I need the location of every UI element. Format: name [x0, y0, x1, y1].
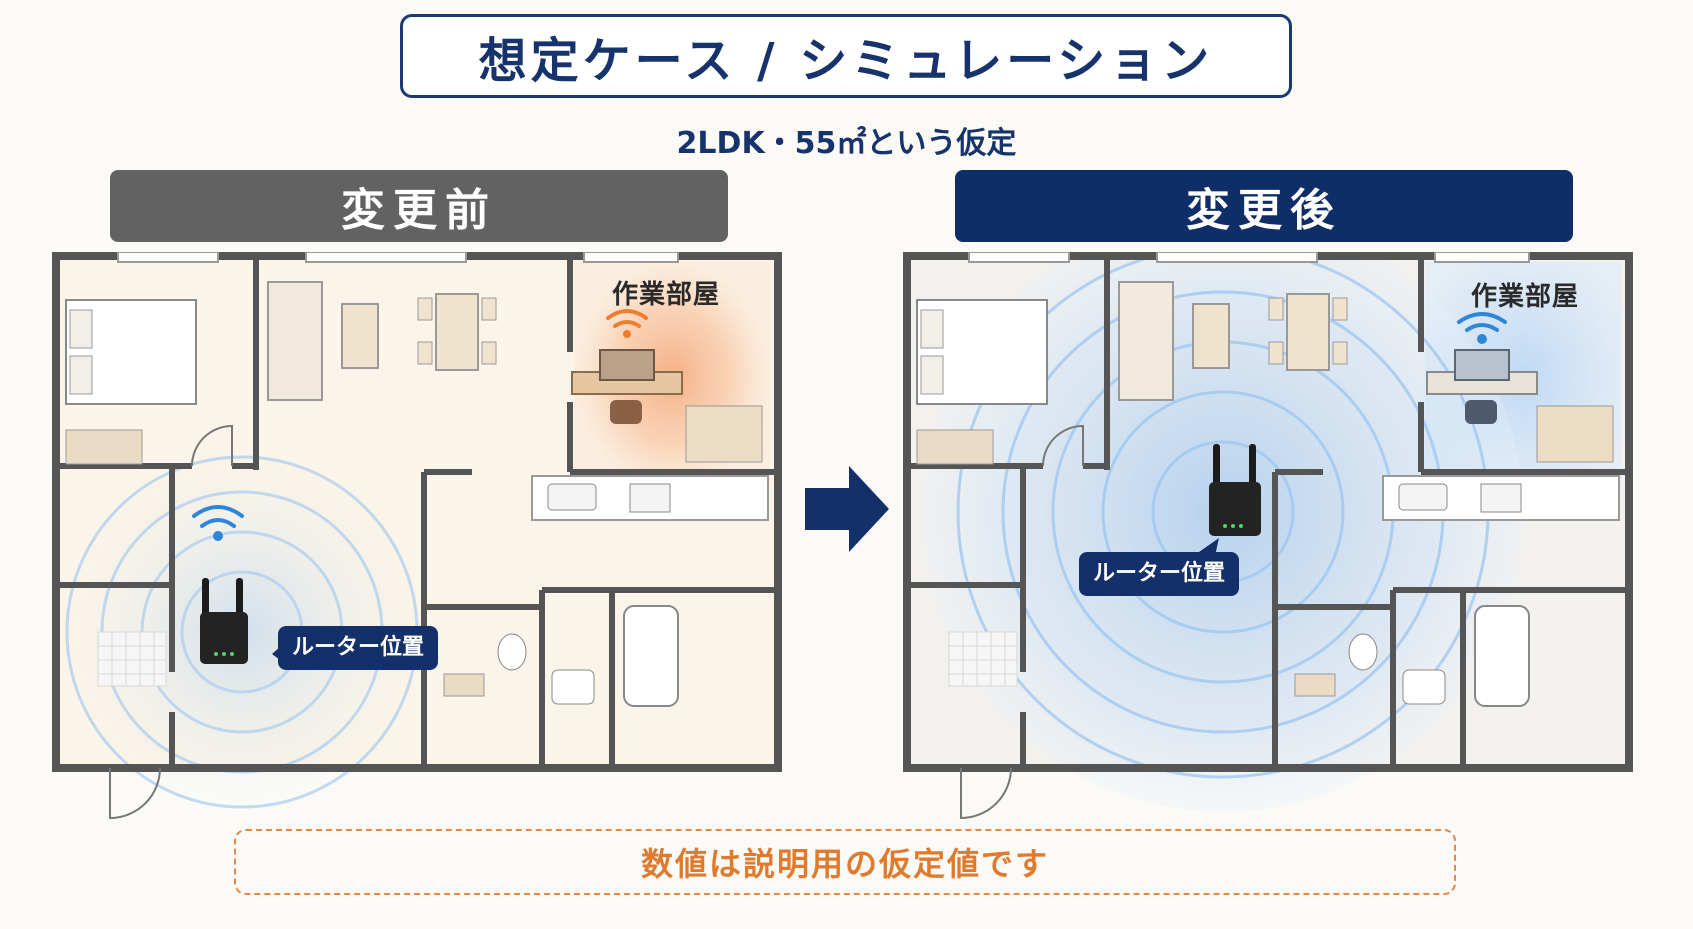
router-position-label: ルーター位置: [278, 626, 439, 670]
stove-icon: [1480, 483, 1522, 513]
arrow-right-icon: [805, 466, 889, 552]
assumption-note: 数値は説明用の仮定値です: [234, 829, 1456, 895]
router-position-label: ルーター位置: [1079, 552, 1240, 596]
wifi-icon: [606, 309, 648, 338]
note-text: 数値は説明用の仮定値です: [640, 845, 1049, 883]
router-icon: [1209, 444, 1261, 536]
stove-icon: [629, 483, 671, 513]
wifi-icon: [192, 505, 244, 541]
floor-plan-before: 作業部屋 ルーター位置: [52, 252, 782, 826]
sink-icon: [1398, 483, 1448, 511]
toilet-icon: [497, 633, 527, 671]
router-icon: [200, 578, 248, 664]
before-heading: 変更前: [110, 170, 728, 242]
bathtub-icon: [1474, 605, 1530, 707]
after-heading: 変更後: [955, 170, 1573, 242]
sink-icon: [547, 483, 597, 511]
work-room-label: 作業部屋: [612, 280, 721, 310]
bathtub-icon: [623, 605, 679, 707]
page-title: 想定ケース / シミュレーション: [478, 33, 1214, 89]
toilet-icon: [1348, 633, 1378, 671]
wifi-icon: [1457, 312, 1507, 344]
floor-plan-after-drawing: [903, 252, 1633, 820]
floor-plan-after: 作業部屋 ルーター位置: [903, 252, 1633, 826]
work-room-label: 作業部屋: [1471, 282, 1580, 312]
subtitle: 2LDK・55㎡という仮定: [676, 126, 1017, 161]
title-box: 想定ケース / シミュレーション: [400, 14, 1292, 98]
floor-plan-before-drawing: [52, 252, 782, 820]
